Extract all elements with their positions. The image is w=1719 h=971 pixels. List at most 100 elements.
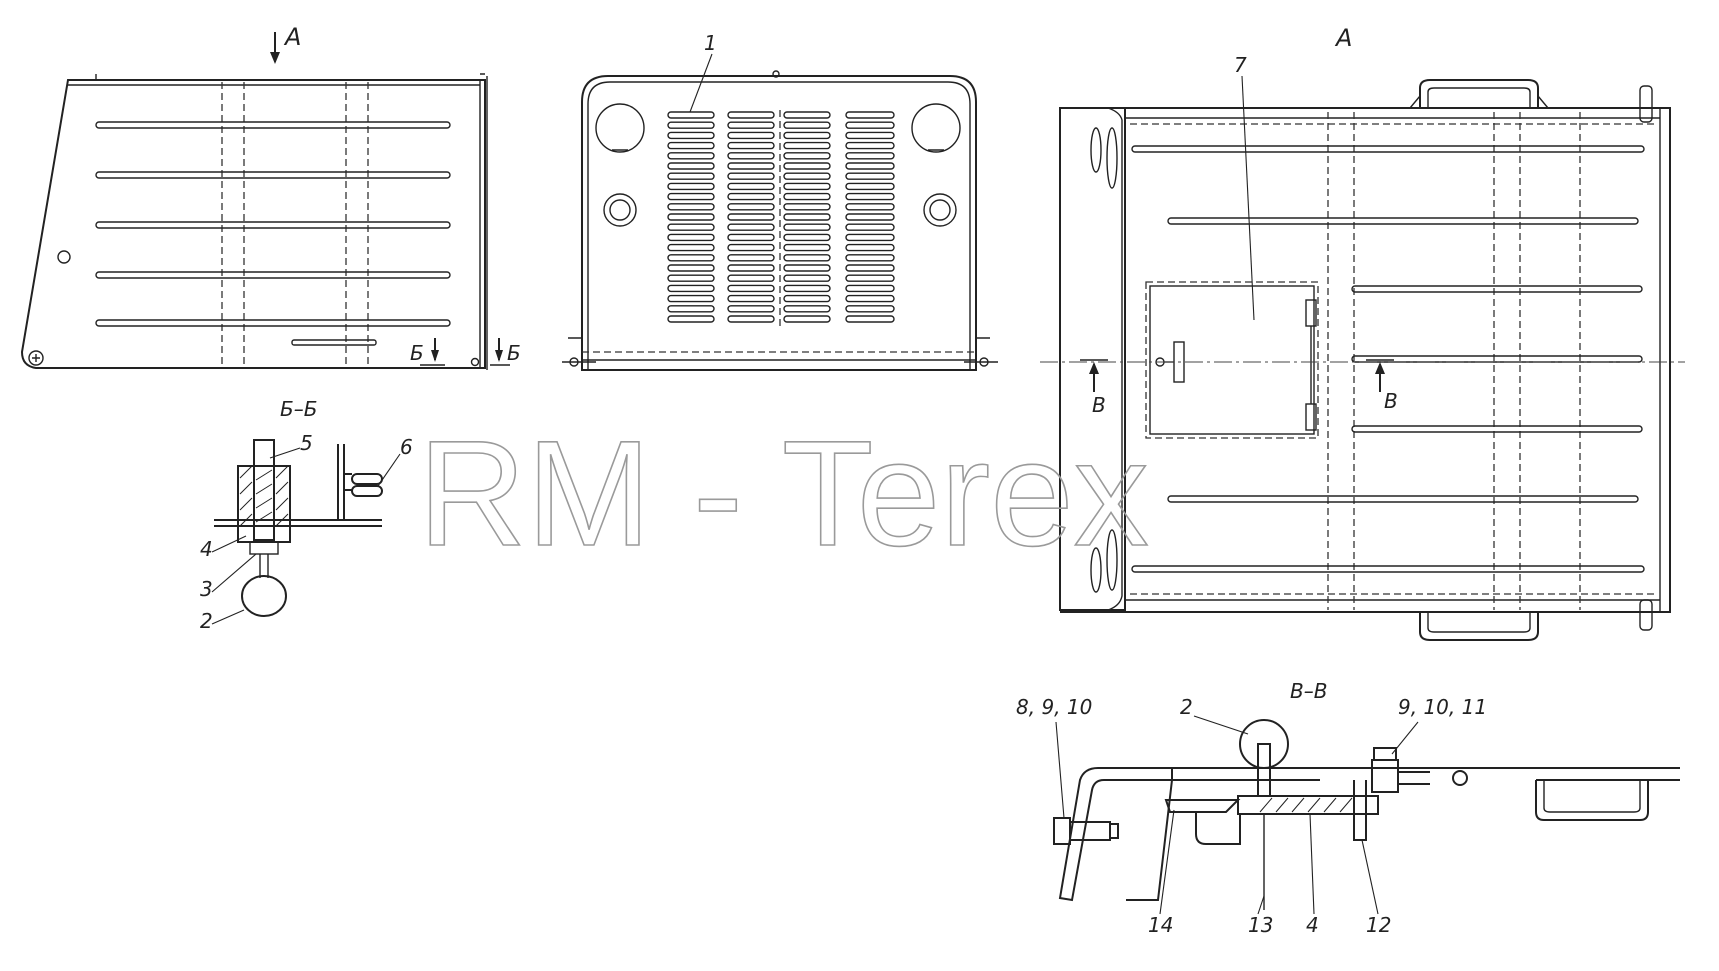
louvre-slot bbox=[845, 111, 895, 119]
louvre-slot bbox=[667, 111, 715, 119]
louvre-slot bbox=[667, 274, 715, 282]
louvre-slot bbox=[727, 274, 775, 282]
louvre-slot bbox=[667, 294, 715, 303]
callout-plan-7: 7 bbox=[1234, 53, 1247, 77]
callout-vv-8-9-10: 8, 9, 10 bbox=[1016, 695, 1092, 719]
louvre-slot bbox=[727, 121, 775, 129]
louvre-slot bbox=[845, 233, 895, 242]
louvre-slot bbox=[727, 203, 775, 211]
louvre-slot bbox=[845, 294, 895, 303]
louvre-slot bbox=[667, 141, 715, 150]
louvre-slot bbox=[727, 233, 775, 242]
louvre-slots bbox=[667, 111, 895, 323]
louvre-slot bbox=[783, 294, 831, 303]
louvre-slot bbox=[845, 305, 895, 313]
louvre-slot bbox=[783, 162, 831, 170]
louvre-slot bbox=[845, 315, 895, 323]
louvre-slot bbox=[667, 284, 715, 293]
louvre-slot bbox=[783, 233, 831, 242]
callout-bb-6: 6 bbox=[400, 435, 413, 459]
side-view: А Б Б bbox=[20, 23, 521, 370]
plan-view-a: А 7 bbox=[1040, 24, 1685, 641]
louvre-slot bbox=[667, 192, 715, 201]
louvre-slot bbox=[845, 254, 895, 262]
louvre-slot bbox=[667, 203, 715, 211]
louvre-slot bbox=[727, 192, 775, 201]
louvre-slot bbox=[667, 182, 715, 191]
louvre-slot bbox=[783, 305, 831, 313]
louvre-slot bbox=[783, 264, 831, 272]
louvre-slot bbox=[845, 162, 895, 170]
louvre-slot bbox=[667, 315, 715, 323]
callout-bb-4: 4 bbox=[200, 537, 213, 561]
watermark: RM - Terex bbox=[418, 409, 1149, 577]
louvre-slot bbox=[783, 192, 831, 201]
louvre-slot bbox=[667, 162, 715, 170]
louvre-slot bbox=[845, 264, 895, 272]
louvre-slot bbox=[783, 223, 831, 231]
louvre-slot bbox=[783, 315, 831, 323]
louvre-slot bbox=[845, 172, 895, 180]
louvre-slot bbox=[727, 152, 775, 160]
callout-vv-9-10-11: 9, 10, 11 bbox=[1398, 695, 1487, 719]
view-a-title: А bbox=[1334, 24, 1352, 52]
louvre-slot bbox=[845, 243, 895, 252]
louvre-slot bbox=[845, 182, 895, 191]
louvre-slot bbox=[845, 284, 895, 293]
callout-vv-12: 12 bbox=[1366, 913, 1391, 937]
louvre-slot bbox=[727, 243, 775, 252]
callout-vv-14: 14 bbox=[1148, 913, 1173, 937]
louvre-slot bbox=[667, 254, 715, 262]
louvre-slot bbox=[727, 284, 775, 293]
louvre-slot bbox=[727, 111, 775, 119]
louvre-slot bbox=[667, 233, 715, 242]
louvre-slot bbox=[783, 182, 831, 191]
louvre-slot bbox=[667, 243, 715, 252]
callout-vv-13: 13 bbox=[1248, 913, 1273, 937]
louvre-slot bbox=[727, 315, 775, 323]
louvre-slot bbox=[667, 152, 715, 160]
louvre-slot bbox=[845, 121, 895, 129]
louvre-slot bbox=[667, 305, 715, 313]
louvre-slot bbox=[667, 131, 715, 140]
louvre-slot bbox=[845, 131, 895, 140]
louvre-slot bbox=[727, 264, 775, 272]
louvre-slot bbox=[667, 121, 715, 129]
louvre-slot bbox=[727, 141, 775, 150]
callout-bb-5: 5 bbox=[300, 431, 313, 455]
louvre-slot bbox=[727, 213, 775, 221]
louvre-slot bbox=[783, 284, 831, 293]
callout-bb-2: 2 bbox=[200, 609, 213, 633]
section-bb: Б–Б 5 6 4 3 2 bbox=[200, 397, 413, 633]
louvre-slot bbox=[845, 192, 895, 201]
louvre-slot bbox=[845, 274, 895, 282]
louvre-slot bbox=[783, 243, 831, 252]
section-vv-marker-1: В bbox=[1092, 393, 1106, 417]
louvre-slot bbox=[783, 213, 831, 221]
louvre-slot bbox=[727, 305, 775, 313]
louvre-slot bbox=[727, 254, 775, 262]
section-vv: В–В 8, 9, 10 2 9, 10, bbox=[1016, 679, 1680, 937]
louvre-slot bbox=[727, 162, 775, 170]
louvre-slot bbox=[667, 264, 715, 272]
callout-vv-2: 2 bbox=[1180, 695, 1193, 719]
section-bb-marker-1: Б bbox=[410, 341, 424, 365]
louvre-slot bbox=[667, 172, 715, 180]
louvre-slot bbox=[783, 152, 831, 160]
louvre-slot bbox=[783, 141, 831, 150]
louvre-slot bbox=[783, 203, 831, 211]
section-bb-marker-2: Б bbox=[507, 341, 521, 365]
louvre-slot bbox=[727, 182, 775, 191]
louvre-slot bbox=[667, 213, 715, 221]
section-bb-title: Б–Б bbox=[280, 397, 317, 421]
louvre-slot bbox=[845, 152, 895, 160]
louvre-slot bbox=[727, 294, 775, 303]
callout-front-panel: 1 bbox=[704, 31, 717, 55]
louvre-slot bbox=[727, 172, 775, 180]
section-vv-marker-2: В bbox=[1384, 389, 1398, 413]
louvre-slot bbox=[783, 111, 831, 119]
louvre-slot bbox=[783, 121, 831, 129]
section-vv-title: В–В bbox=[1290, 679, 1327, 703]
